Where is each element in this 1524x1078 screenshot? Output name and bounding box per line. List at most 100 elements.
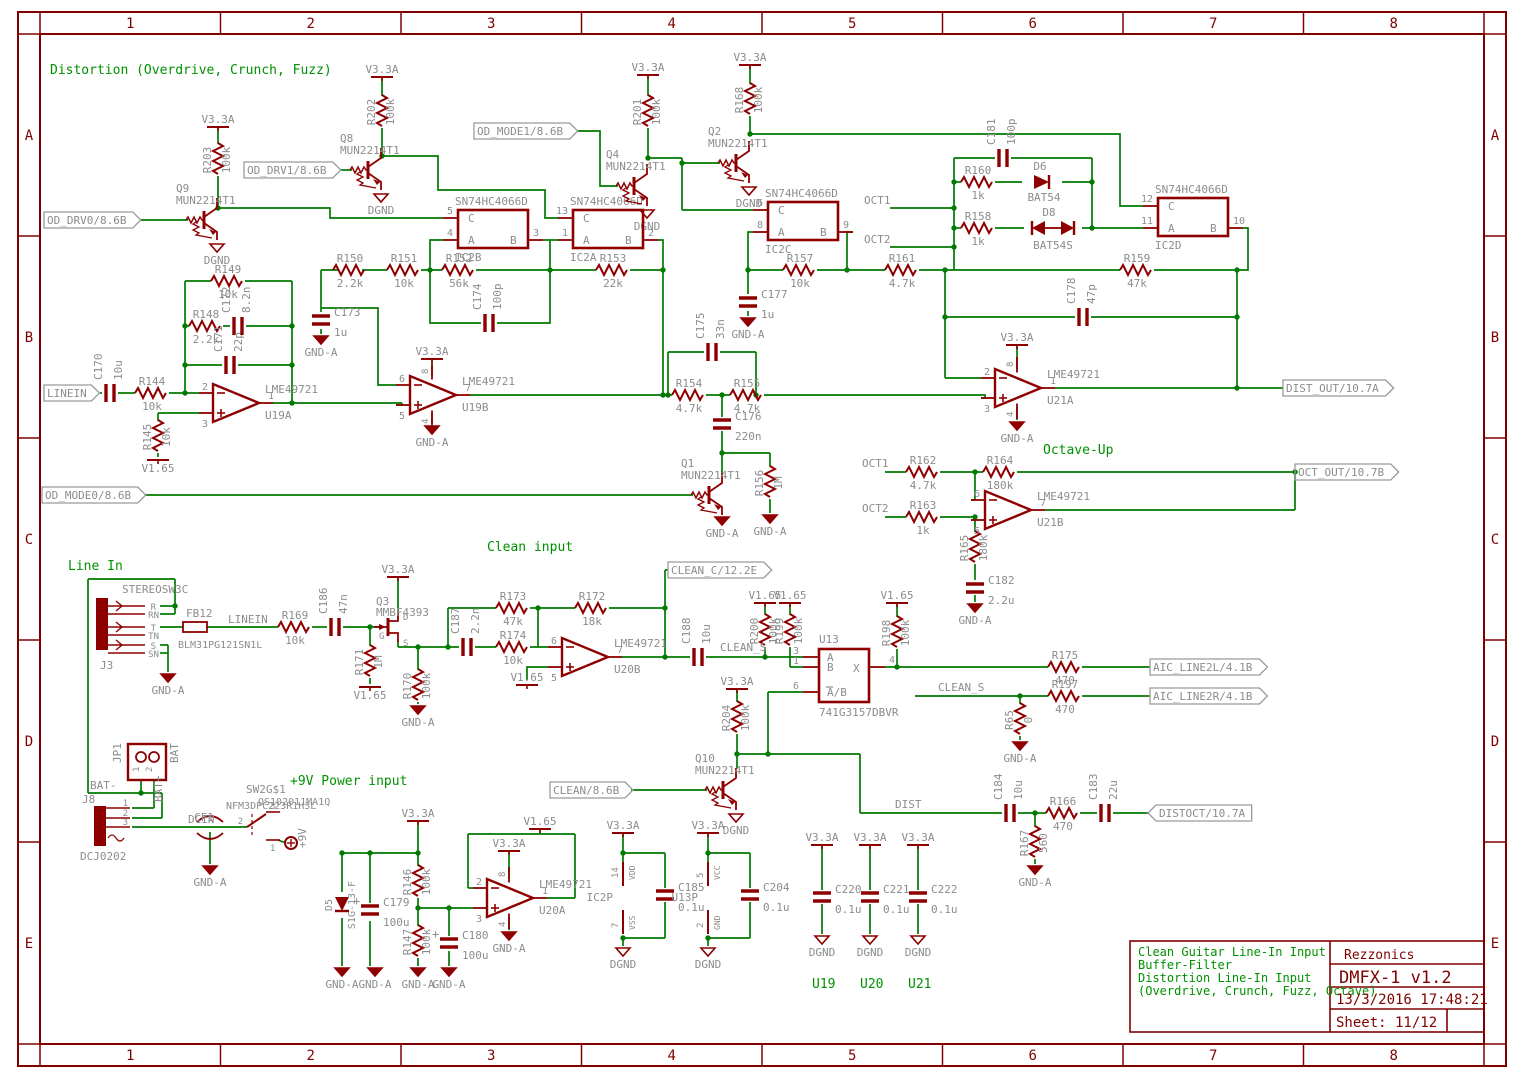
resistor-value: 100k (384, 98, 397, 125)
junction-dot (1017, 693, 1023, 699)
pin-number: 3 (793, 646, 799, 657)
rail-label: V3.3A (365, 63, 398, 76)
switch-pin-label: C (583, 212, 590, 225)
collector (708, 473, 723, 493)
pin-name: GND (713, 915, 722, 930)
switch-pin-label: C (778, 204, 785, 217)
wire (750, 133, 1143, 207)
junction-dot (427, 267, 433, 273)
capacitor-value: 100p (491, 284, 504, 311)
ground-label: GND-A (1018, 876, 1051, 889)
switch-pin-label: C (468, 212, 475, 225)
resistor-ref: R153 (600, 252, 627, 265)
net-flag-CLEAN/8.6B: CLEAN/8.6B (549, 781, 634, 799)
switch-pin-label: B (1210, 222, 1217, 235)
ground-symbol (1008, 421, 1026, 432)
resistor-value: 10k (160, 427, 173, 447)
resistor-body (889, 615, 905, 648)
capacitor-ref: C221 (883, 883, 910, 896)
emitter-arrow (714, 504, 721, 510)
section-title: Octave-Up (1043, 443, 1114, 458)
base-resistor (690, 490, 709, 500)
junction-dot (415, 644, 421, 650)
resistor-R202: R202 100k (365, 94, 397, 127)
resistor-body (967, 530, 983, 563)
resistor-ref: R170 (401, 673, 414, 700)
frame-row-label: E (1491, 936, 1499, 952)
opamp-ref: U19B (462, 401, 489, 414)
pin-number: 4 (421, 419, 431, 424)
switch-blade (246, 813, 267, 828)
base-resistor (185, 215, 204, 225)
resistor-value: 470 (1055, 674, 1075, 687)
resistor-ref: R202 (365, 99, 378, 126)
ground-label: GND-A (492, 942, 525, 955)
rail-label: V3.3A (901, 831, 934, 844)
junction-dot (289, 362, 295, 368)
capacitor-value: 10u (1012, 780, 1025, 800)
junction-dot (182, 390, 188, 396)
resistor-ref: R154 (676, 377, 703, 390)
diode-ref: D6 (1033, 160, 1046, 173)
capacitor-value: 0.1u (763, 901, 790, 914)
resistor-R153: R153 22k (595, 252, 628, 290)
ground-symbol (1011, 741, 1029, 752)
resistor-ref: R159 (1124, 252, 1151, 265)
transistor-ref: Q4 (606, 148, 620, 161)
net-name: 2 (123, 809, 128, 819)
resistor-value: 22k (603, 277, 623, 290)
pin-number: 13 (556, 206, 568, 217)
resistor-ref: R166 (1050, 795, 1077, 808)
frame-col-label: 5 (848, 1048, 856, 1064)
opamp-body (408, 374, 460, 416)
rail-label: V1.65 (141, 462, 174, 475)
resistor-ref: R144 (139, 375, 166, 388)
rail-label: V1.65 (773, 589, 806, 602)
opamp-ref: U19A (265, 409, 292, 422)
resistor-value: 470 (1053, 820, 1073, 833)
net-flag-outline (41, 486, 147, 504)
resistor-ref: R145 (141, 424, 154, 451)
resistor-value: 47k (503, 615, 523, 628)
mux-pin-label: A (827, 651, 834, 664)
base-resistor (704, 785, 723, 795)
opamp-ref: U21B (1037, 516, 1064, 529)
power-rail-V1.65: V1.65 (510, 671, 544, 689)
resistor-value: 1k (971, 235, 985, 248)
wire (526, 666, 548, 680)
resistor-ref: R174 (500, 629, 527, 642)
rail-label: V3.3A (492, 837, 525, 850)
junction-dot (719, 392, 725, 398)
capacitor-ref: C187 (449, 608, 462, 635)
wire (846, 231, 853, 270)
wire (218, 207, 443, 219)
power-rail-V1.65: V1.65 (141, 459, 175, 475)
junction-dot (951, 225, 957, 231)
capacitor-value: 0.1u (835, 903, 862, 916)
junction-dot (972, 514, 978, 520)
junction-dot (951, 244, 957, 250)
power-rail-V3.3A: V3.3A (691, 819, 725, 837)
pin-number: 4 (1006, 412, 1016, 417)
net-flag-outline (243, 161, 342, 179)
bias-resistor (355, 171, 377, 189)
